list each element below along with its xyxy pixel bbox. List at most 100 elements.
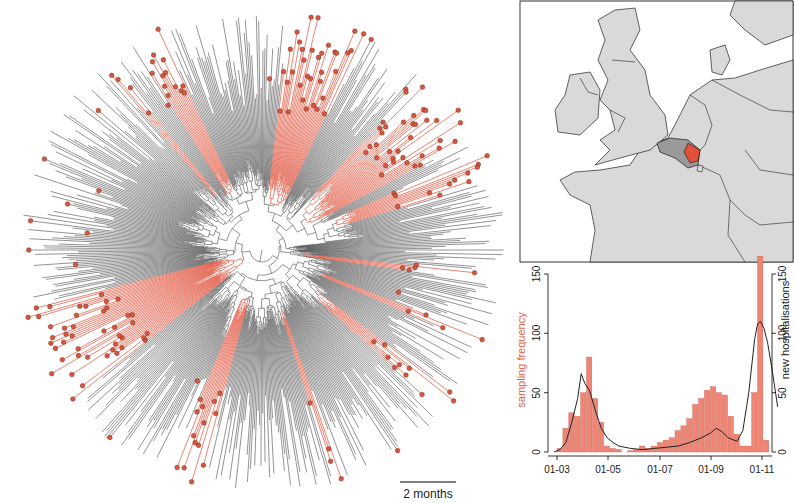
tip-dot [437,146,442,151]
tip-dot [395,448,400,453]
tip-dot [447,390,452,395]
tip-dot [85,355,90,360]
date-label: 01-07 [647,465,673,475]
tip-dot [70,372,75,377]
tip-dot [456,108,461,113]
tip-dot [42,157,47,162]
histogram-bar [758,256,763,452]
tip-dot [49,341,54,346]
tip-dot [200,404,205,409]
tip-dot [218,391,223,396]
tip-dot [99,292,104,297]
tip-dot [401,155,406,160]
tip-dot [288,47,293,52]
tip-dot [364,150,369,155]
tip-dot [475,165,480,170]
tip-dot [302,58,307,63]
tip-dot [181,84,186,89]
tip-dot [397,363,402,368]
axis-title: sampling frequency [516,312,527,407]
tip-dot [318,79,323,84]
tip-dot [309,15,314,20]
chart-axes [544,274,776,460]
tip-dot [111,348,116,353]
tip-dot [466,171,471,176]
tip-dot [97,189,102,194]
tick-label: 0 [778,449,788,455]
tip-dot [420,85,425,90]
tick-label: 50 [778,387,788,398]
tip-dot [467,179,472,184]
histogram-bar [699,399,704,452]
tip-dot [61,340,66,345]
tip-dot [401,120,406,125]
tip-dot [480,337,485,342]
histogram-bar [681,426,686,452]
tip-dot [115,351,120,356]
tip-dot [141,335,146,340]
tip-dot [191,433,196,438]
tip-dot [310,48,315,53]
tip-dot [407,268,412,273]
tip-dot [452,178,457,183]
tip-dot [126,313,131,318]
tick-label: 100 [778,325,788,342]
tip-dot [166,93,171,98]
tip-dot [372,339,377,344]
tip-dot [73,262,78,267]
date-label: 01-09 [698,465,724,475]
tip-dot [74,313,79,318]
tip-dot [78,304,83,309]
tip-dot [195,410,200,415]
tip-dot [84,304,89,309]
tip-dot [424,313,429,318]
tip-dot [374,156,379,161]
tip-dot [62,326,67,331]
tip-dot [162,84,167,89]
tip-dot [76,353,81,358]
tip-dot [193,440,198,445]
tip-dot [26,315,31,320]
tip-dot [434,118,439,123]
tip-dot [386,355,391,360]
tip-dot [48,304,53,309]
histogram-bar [569,413,574,452]
tree-branches [23,16,503,488]
tip-dot [427,191,432,196]
tip-dot [322,112,327,117]
tip-dot [120,345,125,350]
tip-dot [333,69,338,74]
tip-dot [420,153,425,158]
scale-label: 2 months [403,488,452,500]
tip-dot [28,218,33,223]
tip-dot [420,392,425,397]
tip-dot [413,266,418,271]
tip-dot [382,342,387,347]
tip-dot [379,173,384,178]
tip-dot [60,358,65,363]
tip-dot [286,110,291,115]
tip-dot [321,96,326,101]
tip-dot [26,248,31,253]
tip-dot [392,365,397,370]
tip-dot [173,84,178,89]
histogram-bar [628,451,633,452]
tip-dot [166,103,171,108]
tick-label: 150 [532,266,542,283]
histogram-bar [710,387,715,452]
histogram-bar [728,416,733,452]
tip-dot [485,154,490,159]
tip-dot [189,480,194,485]
tip-dot [301,98,306,103]
tip-dot [308,76,313,81]
tip-dot [112,325,117,330]
tip-dot [393,193,398,198]
tip-dot [374,142,379,147]
tip-dot [151,53,156,58]
tip-dot [383,163,388,168]
tip-dot [104,299,109,304]
tip-dot [349,48,354,53]
tip-dot [406,309,411,314]
tip-dot [195,379,200,384]
